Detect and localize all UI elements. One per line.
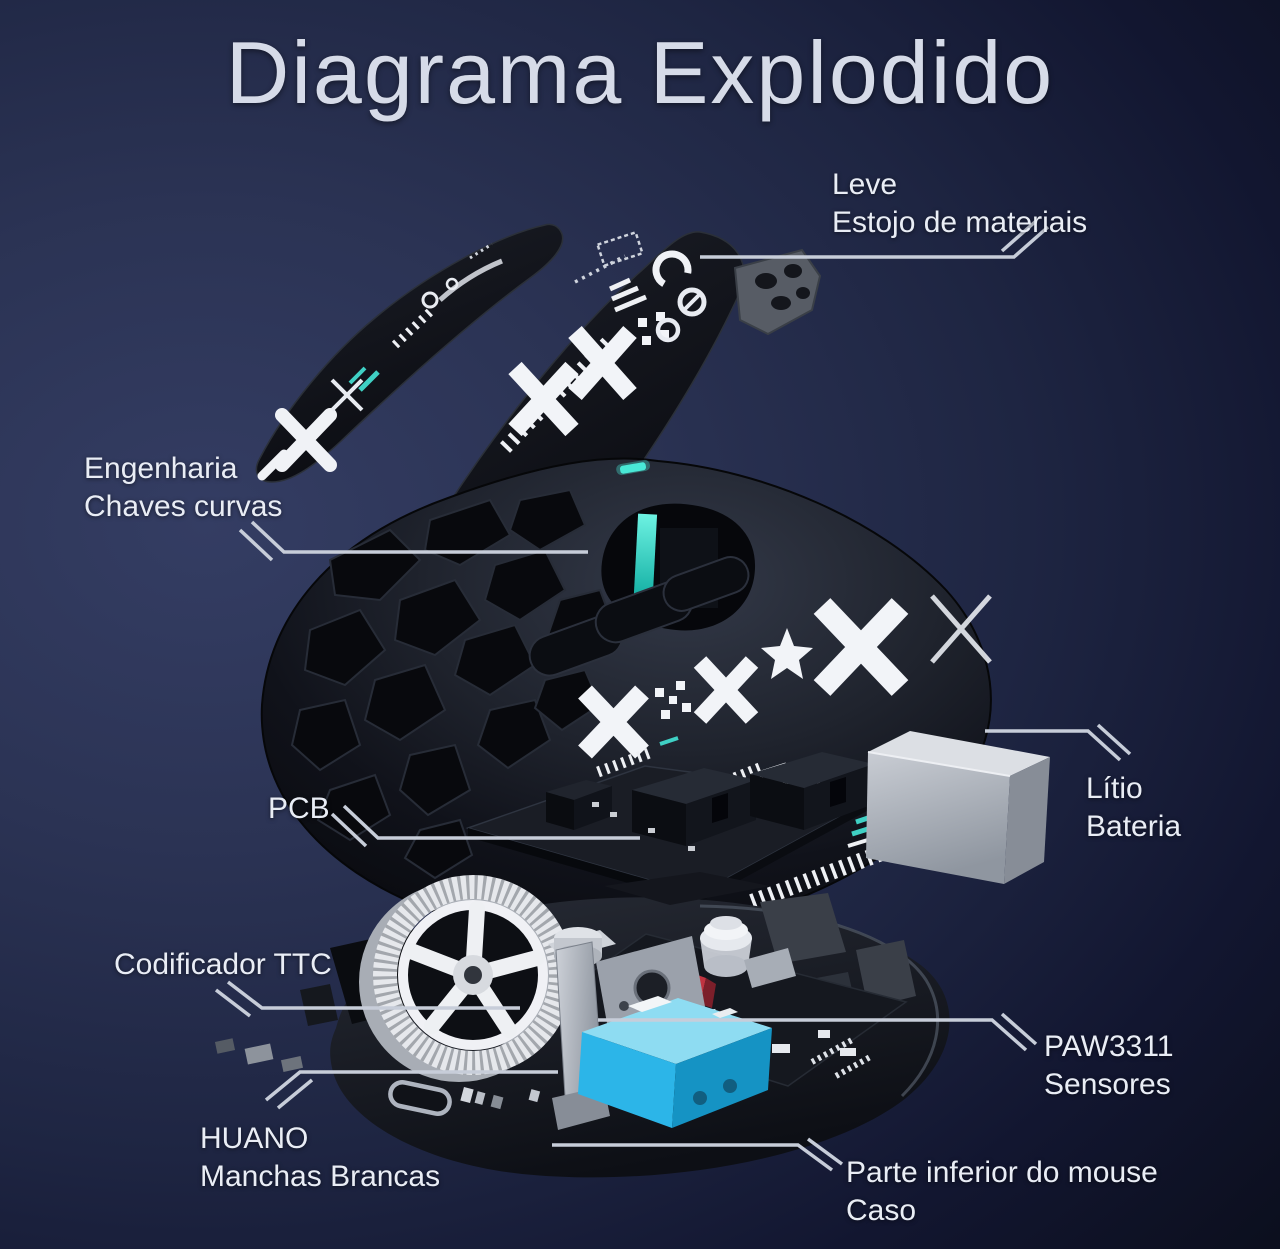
page-title: Diagrama Explodido bbox=[225, 23, 1055, 122]
switch-button-nub bbox=[628, 996, 672, 1012]
label-bottom-case: Parte inferior do mouse Caso bbox=[846, 1154, 1158, 1230]
star-decoration bbox=[761, 628, 813, 679]
leader-encoder bbox=[214, 980, 520, 1018]
label-pcb-line1: PCB bbox=[268, 792, 330, 825]
label-top-shell-line2: Estojo de materiais bbox=[832, 206, 1088, 239]
label-sensor-line1: PAW3311 bbox=[1044, 1030, 1174, 1063]
label-shell-frame-line2: Chaves curvas bbox=[84, 490, 283, 523]
label-encoder-line1: Codificador TTC bbox=[114, 948, 332, 981]
usb-side-pads bbox=[460, 1086, 541, 1110]
teal-dash-decoration bbox=[358, 370, 380, 392]
c-arc-decoration bbox=[652, 250, 692, 290]
label-switch-line1: HUANO bbox=[200, 1122, 309, 1155]
battery-front-face bbox=[866, 752, 1010, 884]
led-accent bbox=[616, 459, 650, 476]
battery-side-face bbox=[1004, 757, 1050, 884]
label-bottom-case-line2: Caso bbox=[846, 1194, 917, 1227]
label-battery-line2: Bateria bbox=[1086, 810, 1182, 843]
shell-x-decoration bbox=[508, 361, 579, 437]
label-top-shell: Leve Estojo de materiais bbox=[832, 166, 1087, 242]
battery bbox=[866, 731, 1050, 884]
leader-pcb bbox=[330, 804, 640, 848]
usb-port bbox=[388, 1080, 452, 1116]
top-shell-bracket bbox=[733, 248, 822, 336]
label-shell-frame: Engenharia Chaves curvas bbox=[84, 450, 282, 526]
teal-panel bbox=[633, 513, 658, 595]
label-battery-line1: Lítio bbox=[1086, 772, 1143, 805]
honeycomb-cutouts bbox=[290, 488, 617, 880]
label-top-shell-line1: Leve bbox=[832, 168, 898, 201]
pcb-connector-block bbox=[546, 780, 612, 830]
label-sensor: PAW3311 Sensores bbox=[1044, 1028, 1174, 1104]
pcb-switch-housing-left bbox=[632, 768, 756, 846]
label-bottom-case-line1: Parte inferior do mouse bbox=[846, 1156, 1158, 1189]
case-left-clips bbox=[214, 1038, 304, 1072]
top-shell-left-piece bbox=[255, 223, 564, 483]
leader-shell-frame bbox=[238, 520, 588, 562]
label-switch-line2: Manchas Brancas bbox=[200, 1160, 441, 1193]
pcb-switch-housing-right bbox=[750, 752, 874, 830]
label-battery: Lítio Bateria bbox=[1086, 770, 1181, 846]
signal-decoration bbox=[608, 277, 647, 313]
button-cutouts bbox=[528, 556, 750, 677]
pcb-components bbox=[592, 802, 695, 851]
shell-x-decoration bbox=[275, 408, 337, 472]
battery-top-face bbox=[868, 731, 1050, 776]
bottom-assembly bbox=[214, 872, 950, 1178]
scroll-wheel bbox=[359, 875, 573, 1082]
huano-switch bbox=[578, 996, 772, 1128]
leader-switch bbox=[264, 1070, 558, 1110]
label-switch: HUANO Manchas Brancas bbox=[200, 1120, 440, 1196]
leader-bottom-case bbox=[552, 1137, 844, 1172]
leader-top-shell bbox=[700, 219, 1050, 259]
label-shell-frame-line1: Engenharia bbox=[84, 452, 238, 485]
label-sensor-line2: Sensores bbox=[1044, 1068, 1171, 1101]
top-shell bbox=[255, 223, 822, 607]
leader-lines bbox=[214, 219, 1132, 1172]
label-pcb: PCB bbox=[268, 790, 330, 828]
label-encoder: Codificador TTC bbox=[114, 946, 332, 984]
switch-front-face bbox=[578, 1032, 676, 1128]
leader-battery bbox=[985, 723, 1132, 762]
leader-sensor bbox=[598, 1012, 1038, 1052]
